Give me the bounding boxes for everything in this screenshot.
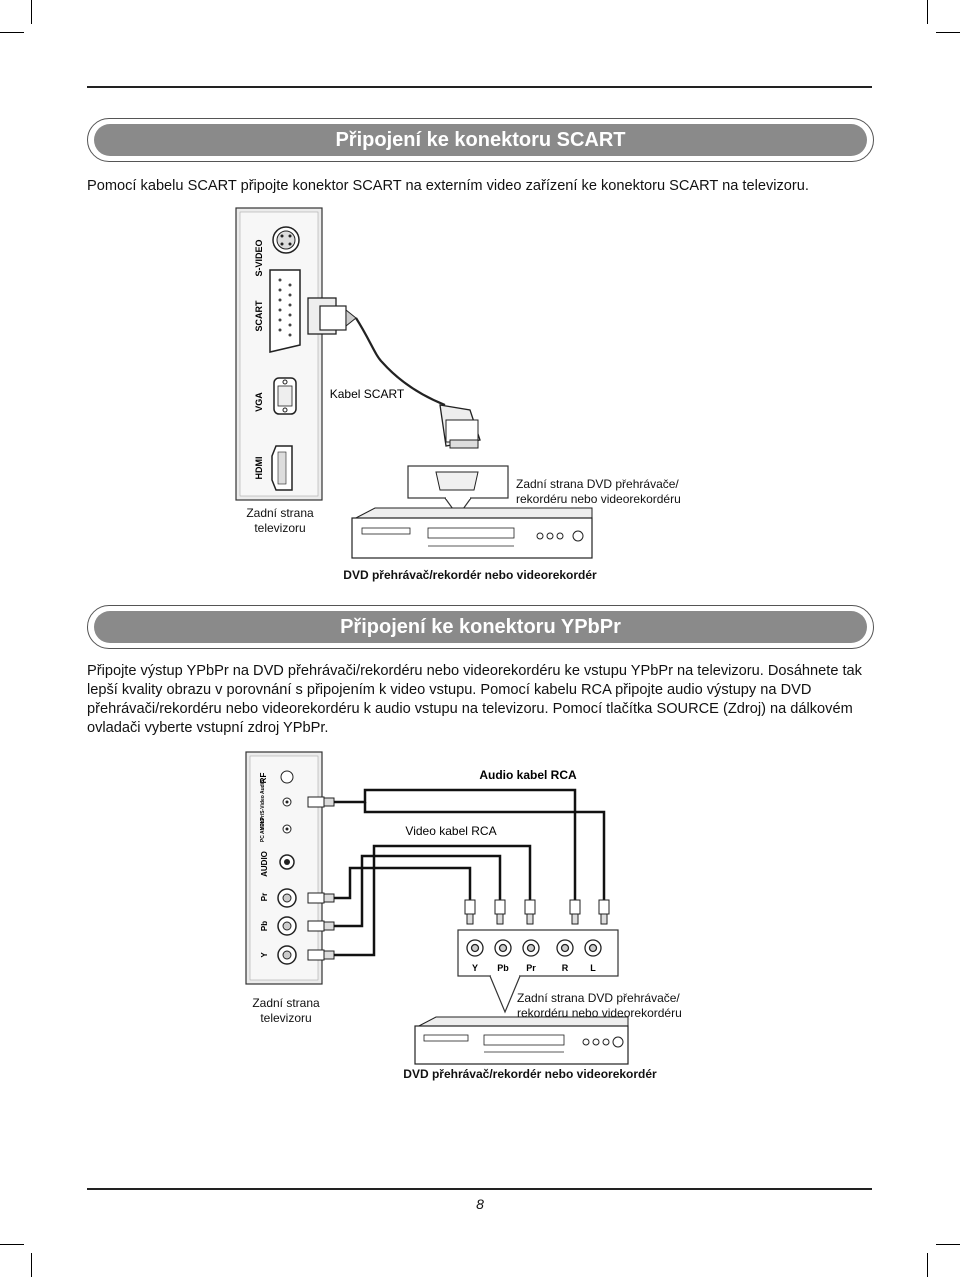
section-body-scart: Pomocí kabelu SCART připojte konektor SC… (87, 178, 809, 194)
top-rule (87, 86, 872, 88)
crop-mark (0, 32, 24, 33)
ypbpr-tv-label: Zadní strana televizoru (252, 996, 320, 1025)
port-label-pc-audio: PC AUDIO (260, 818, 266, 842)
dvd-jack-label-r: R (562, 963, 569, 973)
dvd-player-icon (351, 507, 593, 559)
ypbpr-diagram: RF YPbPr/S-Video Audio PC AUDIO AUDIO Pr… (245, 751, 629, 1065)
rca-cables (334, 788, 606, 957)
dvd-jack-label-pb: Pb (497, 963, 509, 973)
dvd-jack-label-l: L (590, 963, 596, 973)
section-title-scart: Připojení ke konektoru SCART (94, 124, 867, 156)
scart-tv-label: Zadní strana televizoru (246, 506, 314, 535)
video-cable-label: Video kabel RCA (405, 824, 496, 838)
scart-cable-label: Kabel SCART (330, 387, 405, 401)
audio-cable-label: Audio kabel RCA (479, 768, 577, 782)
dvd-jack-label-pr: Pr (526, 963, 536, 973)
rca-plugs-dvd (464, 899, 610, 925)
crop-mark (936, 32, 960, 33)
port-label-ypbpr-audio: YPbPr/S-Video Audio (260, 780, 266, 830)
crop-mark (31, 0, 32, 24)
port-label-pr: Pr (260, 893, 269, 901)
ypbpr-dvd-label: DVD přehrávač/rekordér nebo videorekordé… (403, 1067, 657, 1081)
port-label-audio: AUDIO (260, 851, 269, 877)
crop-mark (927, 0, 928, 24)
scart-plug-tv-icon (307, 297, 357, 335)
bottom-rule (87, 1188, 872, 1190)
scart-cable (355, 317, 446, 407)
scart-dvd-back-label: Zadní strana DVD přehrávače/ rekordéru n… (516, 477, 681, 506)
port-label-pb: Pb (260, 921, 269, 931)
crop-mark (936, 1244, 960, 1245)
crop-mark (927, 1253, 928, 1277)
port-label-svideo: S-VIDEO (254, 239, 264, 276)
page-number: 8 (476, 1196, 484, 1212)
dvd-player-icon (414, 1016, 629, 1065)
scart-plug-dvd-icon (439, 404, 481, 449)
port-label-hdmi: HDMI (254, 457, 264, 480)
port-label-rf: RF (259, 773, 268, 784)
port-label-y: Y (260, 952, 269, 958)
scart-dvd-label: DVD přehrávač/rekordér nebo videorekordé… (343, 568, 597, 582)
rf-port-icon (280, 770, 294, 784)
ypbpr-dvd-back-label: Zadní strana DVD přehrávače/ rekordéru n… (517, 991, 682, 1020)
dvd-jack-label-y: Y (472, 963, 478, 973)
section-body-ypbpr: Připojte výstup YPbPr na DVD přehrávači/… (87, 663, 862, 736)
crop-mark (31, 1253, 32, 1277)
port-label-vga: VGA (254, 392, 264, 412)
section-title-ypbpr: Připojení ke konektoru YPbPr (94, 611, 867, 643)
section-banner-ypbpr: Připojení ke konektoru YPbPr (87, 605, 874, 649)
scart-port-icon (269, 269, 301, 353)
section-banner-scart: Připojení ke konektoru SCART (87, 118, 874, 162)
port-label-scart: SCART (254, 300, 264, 332)
crop-mark (0, 1244, 24, 1245)
scart-diagram: S-VIDEO SCART VGA HDMI Kabel SCART (235, 207, 593, 559)
